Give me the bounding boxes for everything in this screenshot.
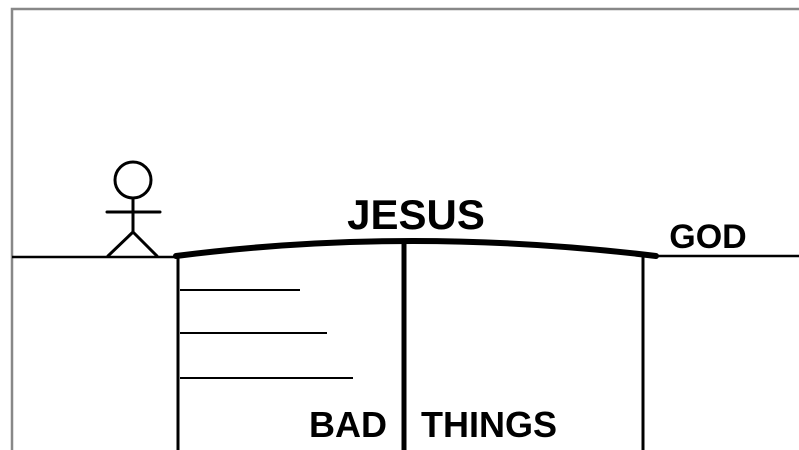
stick-figure-head [115, 162, 151, 198]
stick-figure-right-leg [133, 232, 157, 256]
bridge-label: JESUS [347, 191, 485, 238]
chasm-label-left: BAD [309, 404, 387, 445]
stick-figure-left-leg [108, 232, 133, 256]
god-label: GOD [669, 218, 746, 256]
bridge-arch [176, 241, 656, 256]
chasm-label-right: THINGS [421, 404, 557, 445]
stick-figure [107, 162, 160, 256]
